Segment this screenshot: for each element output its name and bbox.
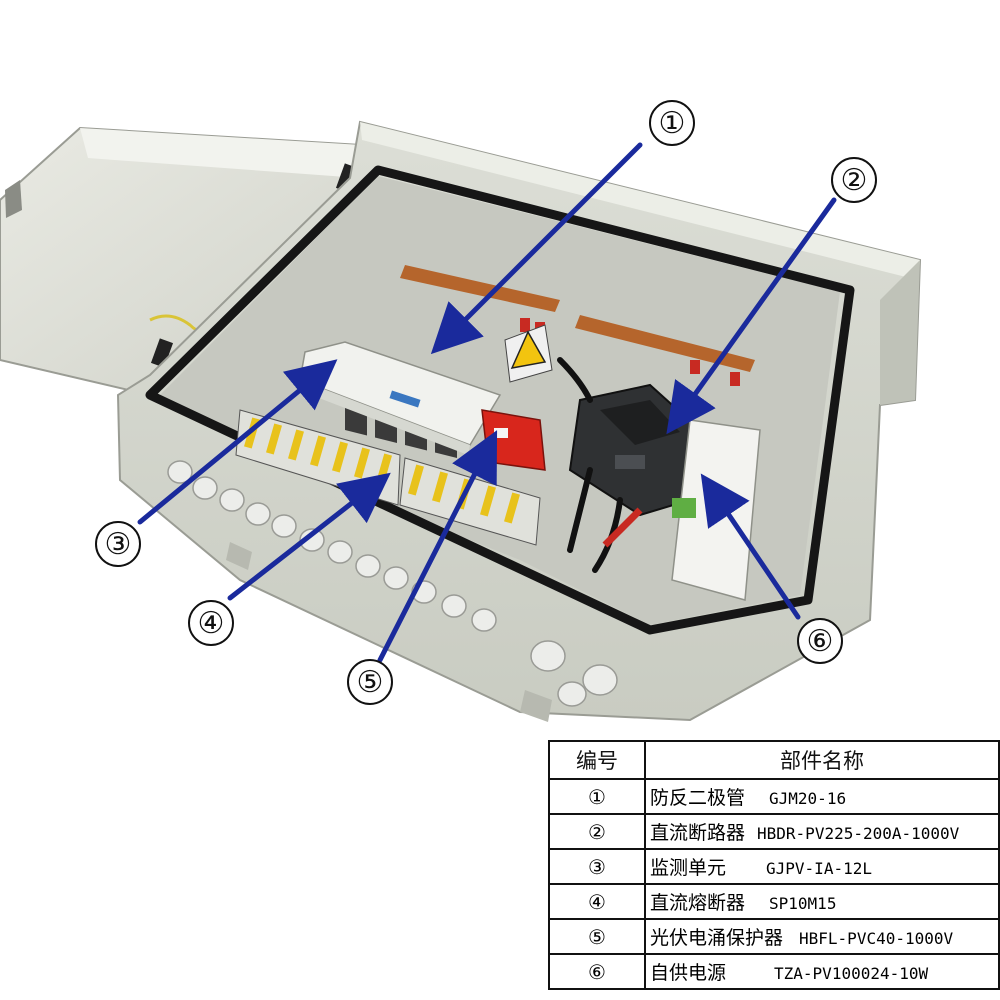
- parts-table-header-row: 编号 部件名称: [548, 740, 1000, 780]
- table-row: ⑥ 自供电源 TZA-PV100024-10W: [548, 953, 1000, 990]
- callout-6: ⑥: [797, 618, 843, 664]
- table-row: ④ 直流熔断器 SP10M15: [548, 883, 1000, 920]
- part-name: 光伏电涌保护器: [650, 927, 784, 949]
- part-name: 直流熔断器: [650, 892, 746, 914]
- row-number: ⑤: [548, 918, 646, 955]
- callout-2: ②: [831, 157, 877, 203]
- part-name: 监测单元: [650, 857, 727, 879]
- callout-5: ⑤: [347, 659, 393, 705]
- part-name: 直流断路器: [650, 822, 746, 844]
- row-description: 直流熔断器 SP10M15: [644, 883, 1000, 920]
- mounting-tab: [520, 690, 552, 722]
- row-description: 光伏电涌保护器 HBFL-PVC40-1000V: [644, 918, 1000, 955]
- table-row: ② 直流断路器 HBDR-PV225-200A-1000V: [548, 813, 1000, 850]
- row-number: ⑥: [548, 953, 646, 990]
- part-model: SP10M15: [769, 894, 837, 913]
- part-name: 自供电源: [650, 962, 727, 984]
- part-model: TZA-PV100024-10W: [774, 964, 929, 983]
- callout-3: ③: [95, 521, 141, 567]
- part-name: 防反二极管: [650, 787, 746, 809]
- header-part-name: 部件名称: [644, 740, 1000, 780]
- header-number: 编号: [548, 740, 646, 780]
- row-description: 直流断路器 HBDR-PV225-200A-1000V: [644, 813, 1000, 850]
- table-row: ① 防反二极管 GJM20-16: [548, 778, 1000, 815]
- parts-table: 编号 部件名称 ① 防反二极管 GJM20-16 ② 直流断路器 HBDR-PV22…: [548, 740, 1000, 990]
- part-model: HBFL-PVC40-1000V: [799, 929, 954, 948]
- row-description: 自供电源 TZA-PV100024-10W: [644, 953, 1000, 990]
- part-model: HBDR-PV225-200A-1000V: [757, 824, 960, 843]
- part-model: GJPV-IA-12L: [766, 859, 872, 878]
- table-row: ③ 监测单元 GJPV-IA-12L: [548, 848, 1000, 885]
- internal-components: [235, 265, 761, 601]
- callout-arrows: [137, 142, 837, 663]
- row-description: 监测单元 GJPV-IA-12L: [644, 848, 1000, 885]
- row-number: ①: [548, 778, 646, 815]
- table-row: ⑤ 光伏电涌保护器 HBFL-PVC40-1000V: [548, 918, 1000, 955]
- callout-4: ④: [188, 600, 234, 646]
- row-description: 防反二极管 GJM20-16: [644, 778, 1000, 815]
- row-number: ④: [548, 883, 646, 920]
- row-number: ③: [548, 848, 646, 885]
- mounting-tab: [226, 542, 252, 570]
- callout-1: ①: [649, 100, 695, 146]
- row-number: ②: [548, 813, 646, 850]
- part-model: GJM20-16: [769, 789, 847, 808]
